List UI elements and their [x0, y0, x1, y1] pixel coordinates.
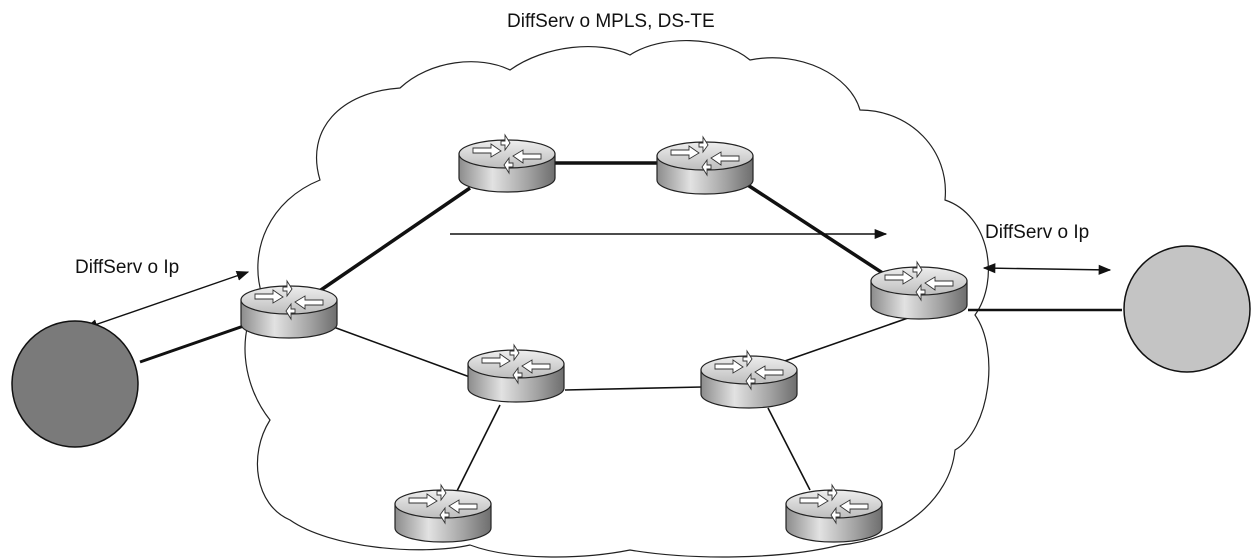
links [139, 161, 1122, 496]
router-icon [467, 344, 565, 403]
link-r5-r6 [564, 386, 703, 391]
left-ip-arrow [84, 270, 250, 330]
router-icon [458, 134, 556, 193]
router-icon [870, 261, 968, 320]
right-link-label: DiffServ o Ip [985, 222, 1090, 243]
router-icon [240, 280, 338, 339]
mpls-cloud [244, 40, 990, 558]
router-icon [700, 350, 798, 409]
link-host-left-r1 [139, 320, 256, 364]
link-r1-r2 [317, 186, 471, 294]
left-link-label: DiffServ o Ip [75, 257, 180, 278]
right-ip-arrow [982, 263, 1112, 275]
link-r1-r5 [327, 324, 479, 381]
link-r6-r8 [767, 407, 811, 491]
router-icon [656, 136, 754, 195]
router-icon [394, 484, 492, 543]
link-r6-r4 [781, 317, 909, 363]
router-icon [785, 484, 883, 543]
link-r3-r4 [739, 178, 899, 285]
host-left [11, 320, 139, 448]
host-right [1123, 245, 1251, 373]
diagram-title: DiffServ o MPLS, DS-TE [507, 11, 715, 32]
link-r5-r7 [454, 404, 501, 496]
